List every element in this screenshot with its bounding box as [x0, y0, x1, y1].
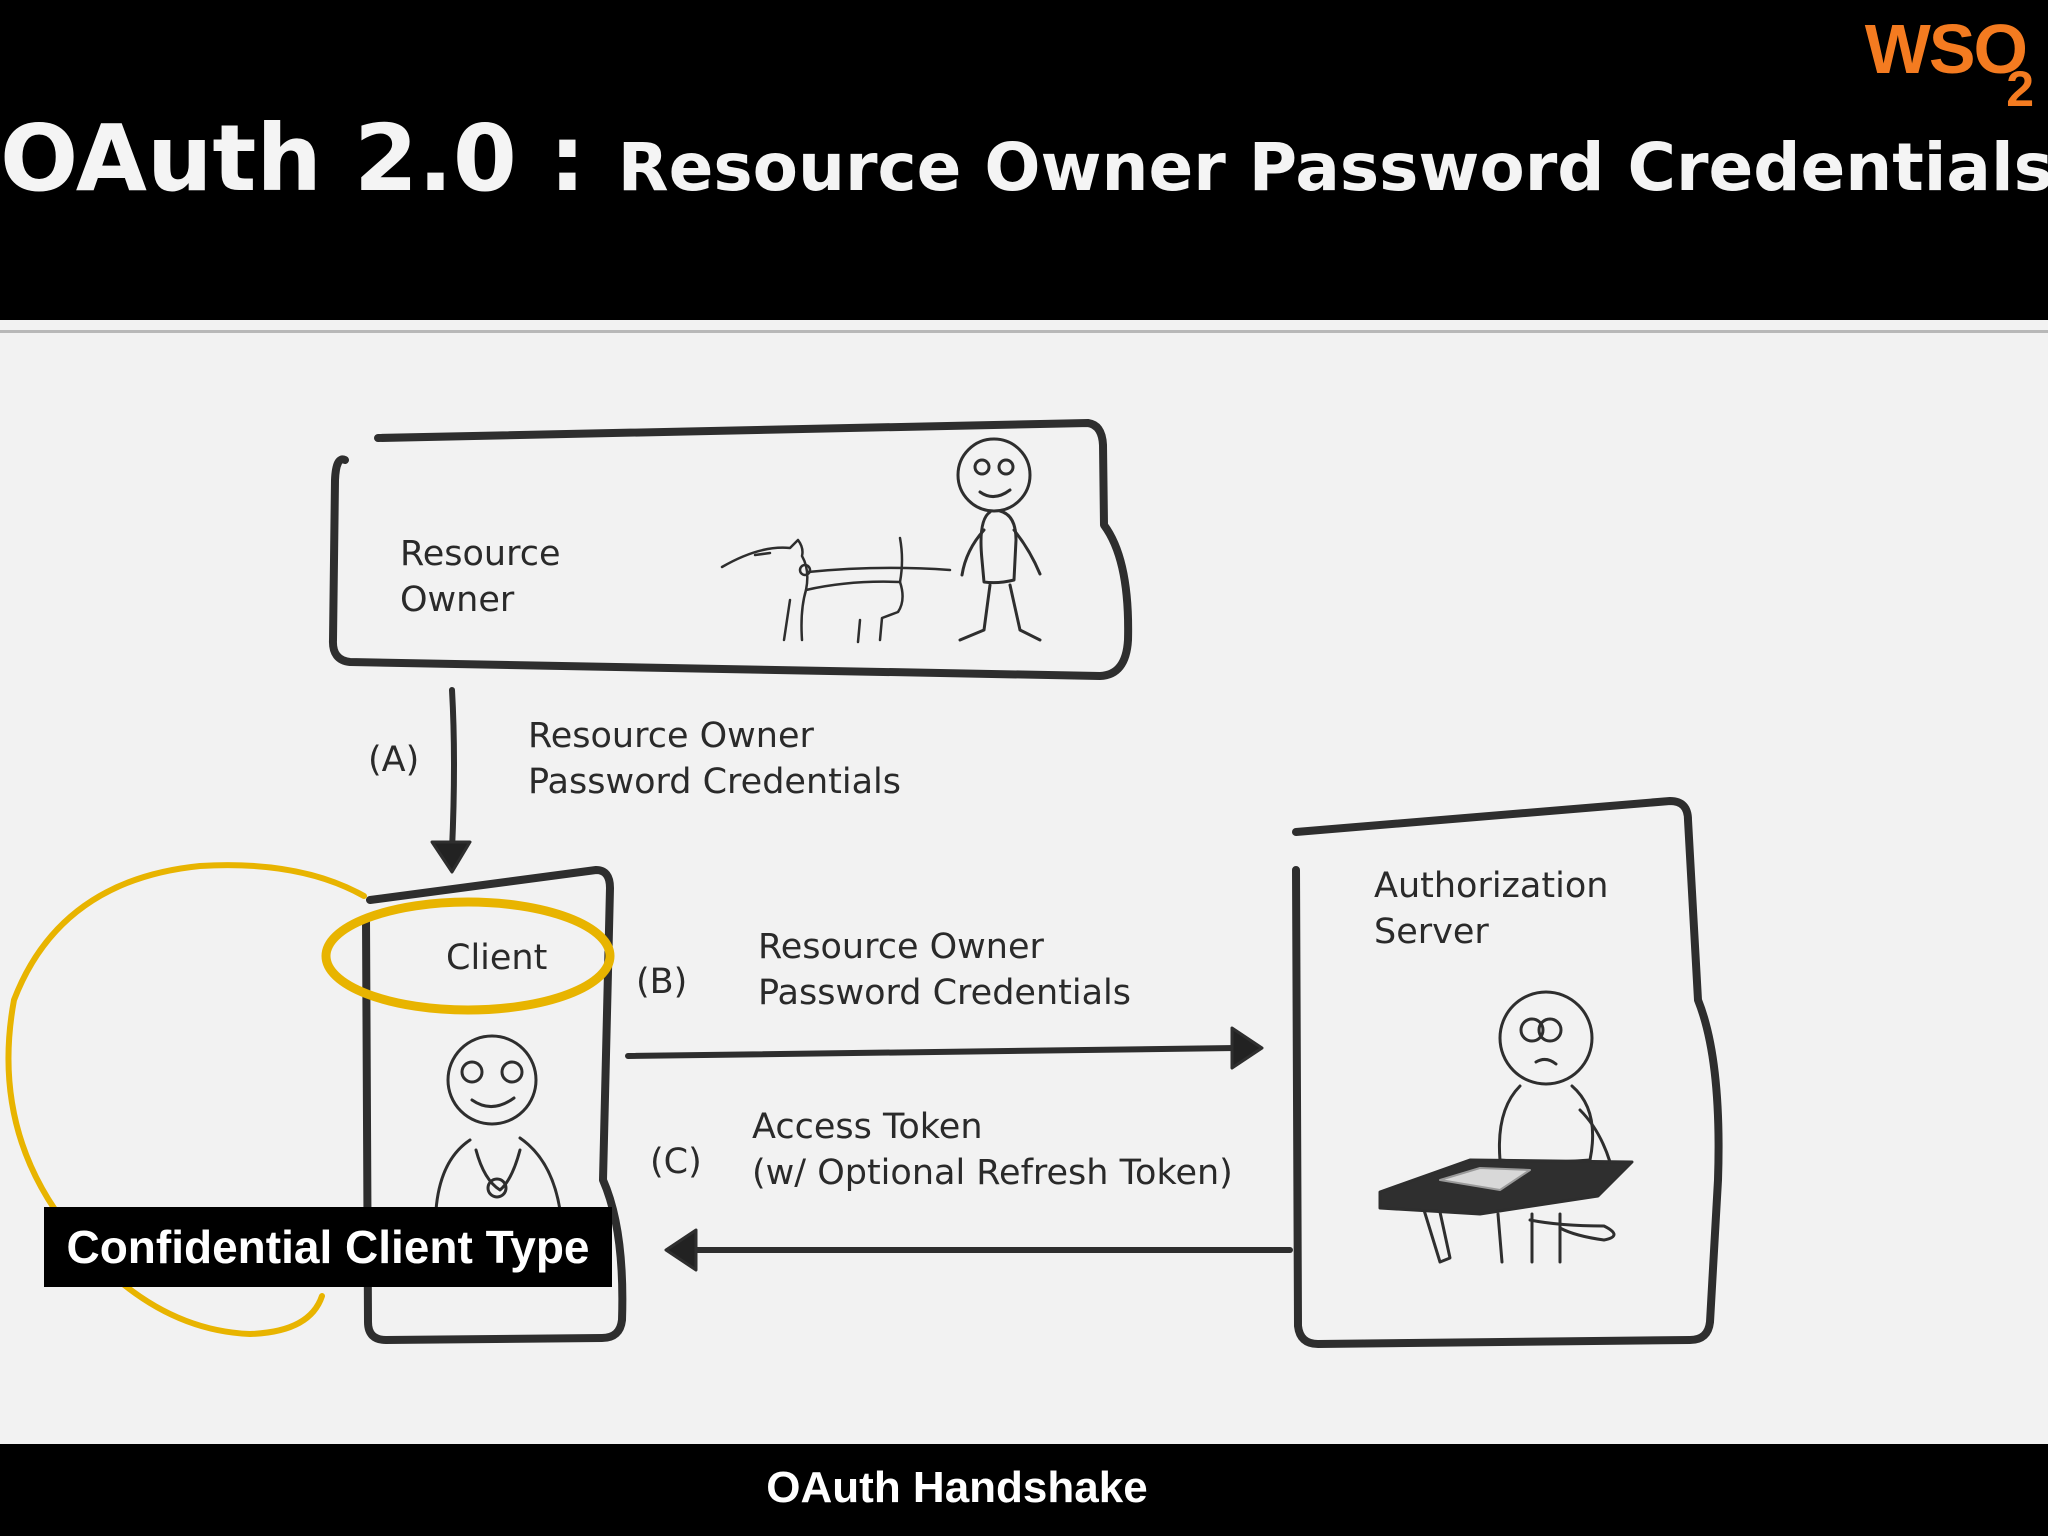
- logo-text: WSO: [1864, 10, 2028, 88]
- logo-subscript: 2: [2006, 61, 2034, 117]
- flow-c-label: Access Token (w/ Optional Refresh Token): [752, 1105, 1233, 1196]
- papers-icon: [1439, 1167, 1531, 1191]
- resource-owner-label: Resource Owner: [400, 532, 561, 623]
- flow-a-tag: (A): [368, 740, 420, 780]
- title-sub: Resource Owner Password Credentials: [617, 129, 2048, 206]
- flow-a-line2: Password Credentials: [528, 761, 901, 802]
- footer-bar: [0, 1444, 2048, 1536]
- authorization-server-label: Authorization Server: [1374, 864, 1608, 955]
- flow-c-line2: (w/ Optional Refresh Token): [752, 1152, 1233, 1193]
- title-main: OAuth 2.0 :: [0, 105, 618, 212]
- footer-caption: OAuth Handshake: [766, 1463, 1148, 1512]
- header-divider: [0, 330, 2048, 333]
- flow-b-tag: (B): [636, 962, 688, 1002]
- authorization-server-figure-icon: [1422, 990, 1616, 1264]
- resource-owner-label-line2: Owner: [400, 579, 515, 620]
- oauth-diagram: [5, 419, 1723, 1348]
- client-highlight-ellipse: [321, 897, 615, 1015]
- arrow-a: [449, 687, 457, 853]
- wso2-logo: WSO: [1865, 14, 2028, 84]
- slide-title: OAuth 2.0 : Resource Owner Password Cred…: [0, 105, 2048, 212]
- header-bar: [0, 0, 2048, 320]
- confidential-client-type-label: Confidential Client Type: [44, 1207, 612, 1287]
- authorization-server-line2: Server: [1374, 911, 1489, 952]
- arrow-a-head: [430, 840, 472, 874]
- flow-a-line1: Resource Owner: [528, 716, 814, 756]
- resource-owner-box: [328, 419, 1133, 680]
- resource-owner-label-line1: Resource: [400, 534, 561, 574]
- flow-c-line1: Access Token: [752, 1107, 983, 1147]
- flow-b-label: Resource Owner Password Credentials: [758, 925, 1131, 1016]
- client-type-highlight-loop: [5, 862, 367, 1337]
- client-label: Client: [446, 938, 548, 978]
- flow-a-label: Resource Owner Password Credentials: [528, 714, 901, 805]
- flow-c-tag: (C): [650, 1142, 702, 1182]
- client-box: [362, 866, 627, 1344]
- client-figure-icon: [434, 1034, 562, 1212]
- resource-owner-figure-icon: [956, 437, 1042, 642]
- arrow-b: [625, 1045, 1239, 1059]
- authorization-server-line1: Authorization: [1374, 866, 1609, 906]
- flow-b-line2: Password Credentials: [758, 972, 1131, 1013]
- dog-icon: [720, 536, 952, 644]
- flow-b-line1: Resource Owner: [758, 927, 1044, 967]
- arrow-c-head: [664, 1228, 698, 1272]
- authorization-server-box: [1292, 797, 1723, 1348]
- arrow-b-head: [1230, 1026, 1264, 1070]
